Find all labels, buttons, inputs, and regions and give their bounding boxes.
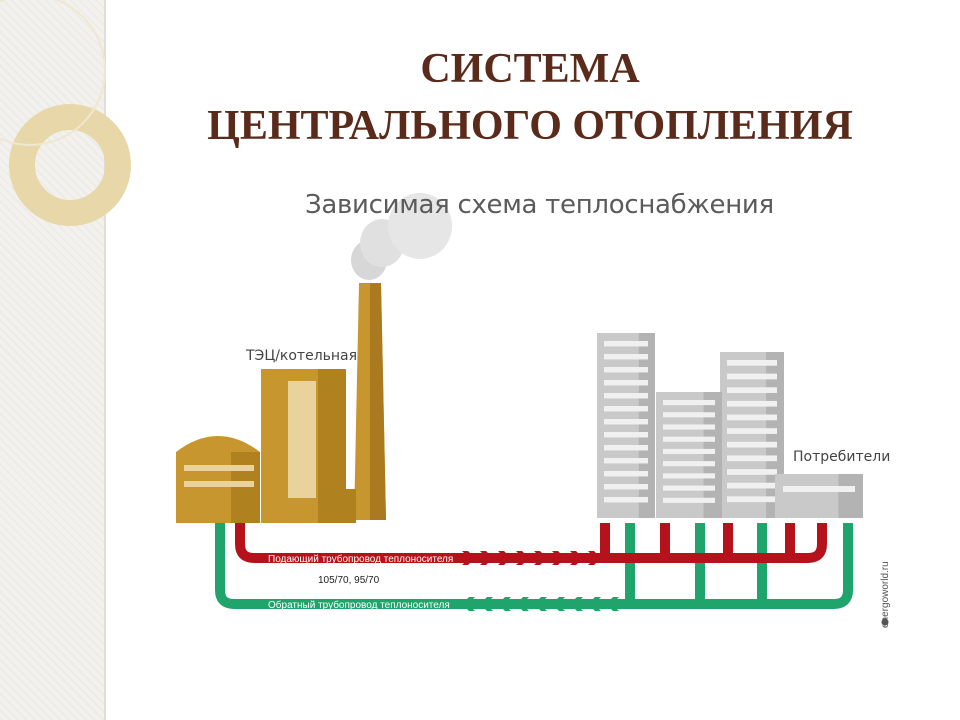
building-2 [656, 392, 722, 518]
supply-risers [600, 523, 795, 558]
page-title-line2: ЦЕНТРАЛЬНОГО ОТОПЛЕНИЯ [207, 103, 853, 149]
window-strip [604, 380, 648, 386]
window-strip [663, 448, 715, 455]
building-1 [597, 333, 655, 518]
window-strip [663, 412, 715, 418]
flow-arrow-left [534, 597, 547, 611]
window-strip [727, 482, 777, 489]
window-strip [663, 461, 715, 467]
window-strip [663, 424, 715, 430]
flow-arrow-left [480, 597, 493, 611]
window-strip [727, 441, 777, 448]
supply-pipe-label: Подающий трубопровод теплоносителя [268, 553, 453, 565]
window-strip [604, 445, 648, 451]
building-4 [775, 474, 863, 518]
watermark: energoworld.ru [880, 561, 891, 628]
flow-arrow-left [498, 597, 511, 611]
flow-arrow-right [570, 551, 583, 565]
page-title-line1: СИСТЕМА [420, 46, 640, 92]
return-risers [625, 523, 767, 604]
side-strip-edge [104, 0, 106, 720]
flow-arrow-right [462, 551, 475, 565]
plant-main-building [261, 369, 346, 523]
return-flow-arrows [462, 597, 619, 611]
window-strip [727, 414, 777, 421]
diagram-subtitle: Зависимая схема теплоснабжения [305, 190, 774, 220]
consumers-label: Потребители [793, 449, 890, 465]
flow-arrow-right [498, 551, 511, 565]
window-strip [783, 486, 855, 492]
window-strip [604, 432, 648, 438]
flow-arrow-left [516, 597, 529, 611]
plant-label: ТЭЦ/котельная [245, 348, 357, 364]
window-strip [663, 436, 715, 442]
chimney [354, 283, 386, 520]
plant-storage-dome [176, 436, 260, 523]
window-strip [604, 367, 648, 373]
flow-arrow-left [552, 597, 565, 611]
supply-pipe [235, 523, 827, 563]
smoke-puffs [351, 193, 452, 280]
flow-arrow-left [588, 597, 601, 611]
flow-arrow-left [462, 597, 475, 611]
supply-flow-arrows [462, 551, 601, 565]
flow-arrow-right [480, 551, 493, 565]
window-strip [727, 373, 777, 380]
decorative-rings [0, 0, 131, 226]
window-strip [727, 496, 777, 503]
flow-arrow-left [570, 597, 583, 611]
watermark-logo-icon [881, 618, 889, 626]
window-strip [663, 473, 715, 479]
flow-arrow-left [606, 597, 619, 611]
plant-annex [346, 489, 356, 523]
window-strip [663, 485, 715, 491]
window-strip [727, 469, 777, 475]
window-strip [727, 400, 777, 407]
flow-arrow-right [588, 551, 601, 565]
window-strip [727, 428, 777, 434]
window-strip [727, 360, 777, 366]
flow-arrow-right [534, 551, 547, 565]
window-strip [604, 471, 648, 477]
window-strip [663, 497, 715, 503]
window-strip [727, 387, 777, 393]
window-strip [727, 455, 777, 462]
window-strip [663, 400, 715, 406]
window-strip [604, 484, 648, 490]
building-3 [720, 352, 784, 518]
window-strip [604, 341, 648, 347]
window-strip [604, 354, 648, 360]
window-strip [604, 458, 648, 464]
return-pipe-label: Обратный трубопровод теплоносителя [268, 599, 450, 611]
temperature-label: 105/70, 95/70 [318, 575, 380, 586]
flow-arrow-right [516, 551, 529, 565]
window-strip [604, 419, 648, 425]
window-strip [604, 497, 648, 503]
window-strip [604, 393, 648, 399]
consumer-buildings [597, 333, 863, 518]
flow-arrow-right [552, 551, 565, 565]
window-strip [604, 406, 648, 412]
